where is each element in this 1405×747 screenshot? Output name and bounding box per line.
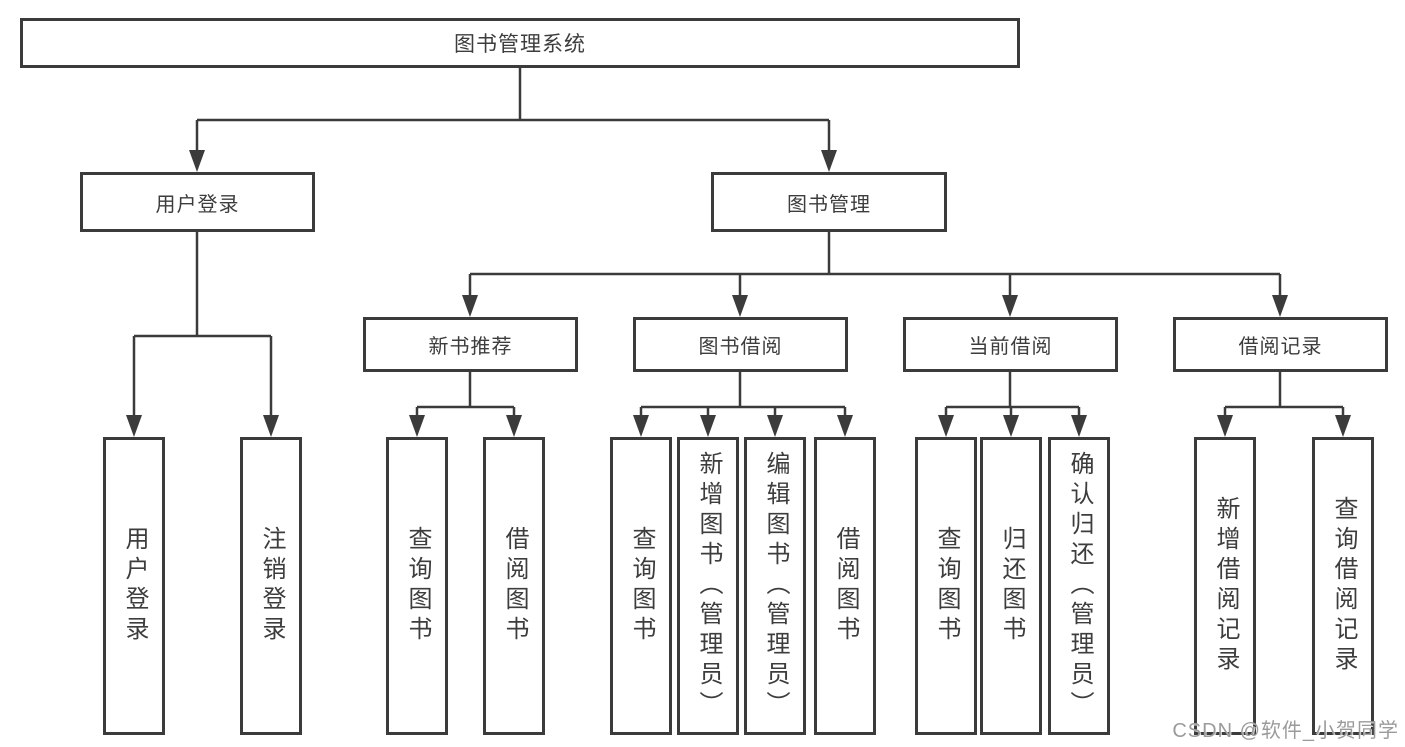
leaf-query-borrow-record: 查询借阅记录 [1312,437,1374,735]
arrow-down-icon [938,415,954,437]
node-current-borrow: 当前借阅 [903,317,1118,372]
arrow-down-icon [767,415,783,437]
connector-current-borrow-to-leaves [944,372,1081,417]
arrow-down-icon [1002,295,1018,317]
arrow-down-icon [1003,415,1019,437]
arrow-down-icon [263,415,279,437]
leaf-add-book-admin: 新增图书（管理员） [677,437,739,735]
leaf-edit-book-admin: 编辑图书（管理员） [744,437,806,735]
leaf-query-books-borrow: 查询图书 [610,437,672,735]
arrow-down-icon [126,415,142,437]
arrow-down-icon [189,150,205,172]
leaf-user-login: 用户登录 [103,437,165,735]
arrowheads [126,150,1351,437]
leaf-return-books: 归还图书 [980,437,1042,735]
leaf-logout-login: 注销登录 [240,437,302,735]
node-borrow-records: 借阅记录 [1173,317,1388,372]
arrow-down-icon [1071,415,1087,437]
connector-new-book-recommend-to-leaves [415,372,516,417]
leaf-query-books-current: 查询图书 [915,437,977,735]
connector-borrow-records-to-leaves [1223,372,1345,417]
arrow-down-icon [1272,295,1288,317]
connector-book-management-to-level3 [468,232,1282,297]
arrow-down-icon [506,415,522,437]
leaf-borrow-books: 借阅图书 [814,437,876,735]
node-library-management-system: 图书管理系统 [20,18,1020,68]
connector-user-login-to-leaves [132,232,273,417]
leaf-confirm-return-admin: 确认归还（管理员） [1048,437,1110,735]
arrow-down-icon [1335,415,1351,437]
arrow-down-icon [821,150,837,172]
connector-lines [132,68,1345,417]
connector-book-borrow-to-leaves [639,372,847,417]
node-book-borrow: 图书借阅 [633,317,848,372]
arrow-down-icon [837,415,853,437]
arrow-down-icon [1217,415,1233,437]
leaf-add-borrow-record: 新增借阅记录 [1194,437,1256,735]
connector-root-to-level2 [195,68,831,152]
node-new-book-recommend: 新书推荐 [363,317,578,372]
node-user-login: 用户登录 [80,172,315,232]
node-book-management: 图书管理 [711,172,947,232]
arrow-down-icon [462,295,478,317]
arrow-down-icon [409,415,425,437]
arrow-down-icon [700,415,716,437]
csdn-watermark: CSDN @软件_小贺同学 [1172,720,1399,742]
leaf-borrow-books-recommend: 借阅图书 [483,437,545,735]
arrow-down-icon [633,415,649,437]
arrow-down-icon [732,295,748,317]
leaf-query-books-recommend: 查询图书 [386,437,448,735]
